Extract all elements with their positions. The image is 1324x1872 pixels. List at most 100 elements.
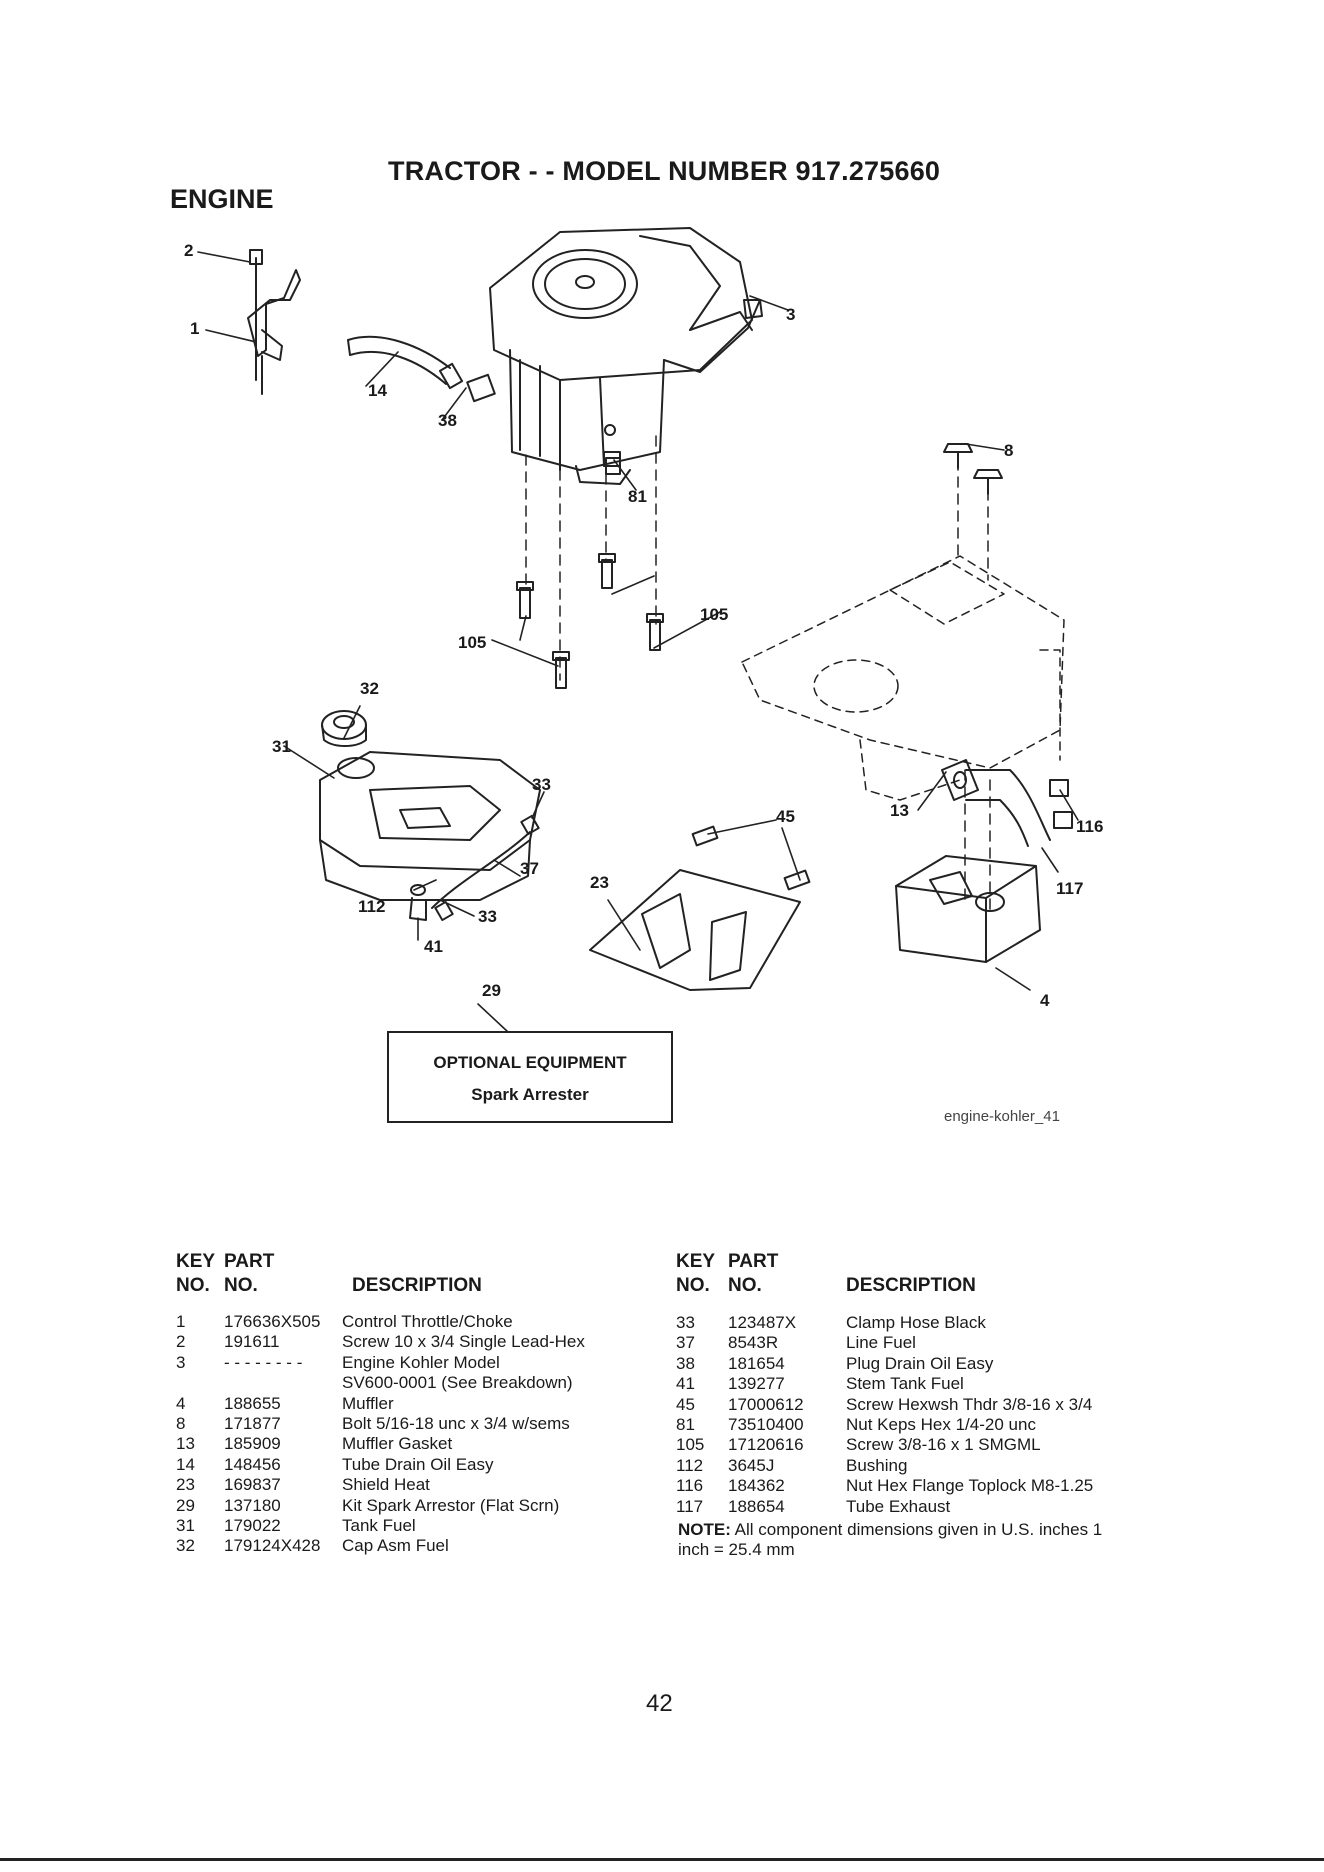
callout-37: 37 <box>520 859 539 878</box>
cell-desc: SV600-0001 (See Breakdown) <box>342 1373 573 1393</box>
cell-part: 169837 <box>224 1475 281 1495</box>
callout-38: 38 <box>438 411 457 430</box>
cell-desc: Kit Spark Arrestor (Flat Scrn) <box>342 1495 560 1515</box>
callout-33-top: 33 <box>532 775 551 794</box>
cell-key: 105 <box>676 1435 705 1455</box>
table-row: 2 191611 Screw 10 x 3/4 Single Lead-Hex <box>176 1332 585 1352</box>
right-desc-header: DESCRIPTION <box>846 1275 976 1296</box>
cell-desc: Bushing <box>846 1455 908 1475</box>
cell-part: 176636X505 <box>224 1312 321 1331</box>
callout-8: 8 <box>1004 441 1014 460</box>
figure-id: engine-kohler_41 <box>944 1108 1060 1125</box>
cell-part <box>224 1373 342 1393</box>
callout-45: 45 <box>776 807 795 826</box>
cell-key: 116 <box>676 1476 704 1496</box>
cell-desc: Nut Hex Flange Toplock M8-1.25 <box>846 1476 1094 1496</box>
table-row: 3- - - - - - - -Engine Kohler Model <box>176 1353 585 1373</box>
page-number: 42 <box>646 1690 673 1717</box>
cell-part: 139277 <box>728 1374 785 1394</box>
cell-desc: Bolt 5/16-18 unc x 3/4 w/sems <box>342 1414 570 1434</box>
heat-shield-part <box>589 825 811 991</box>
cell-key: 31 <box>176 1516 195 1536</box>
left-part-header: PART NO. <box>224 1251 275 1296</box>
engine-block-part <box>489 227 763 485</box>
callout-112: 112 <box>358 897 386 916</box>
cell-desc: Control Throttle/Choke <box>342 1312 513 1331</box>
cell-desc: Screw 3/8-16 x 1 SMGML <box>846 1435 1041 1455</box>
callout-4: 4 <box>1040 991 1050 1010</box>
cell-part: 171877 <box>224 1414 281 1434</box>
note-label: NOTE: <box>678 1520 731 1539</box>
callout-41: 41 <box>424 937 443 956</box>
cell-key: 3 <box>176 1352 186 1372</box>
cell-desc: Screw 10 x 3/4 Single Lead-Hex <box>342 1332 585 1352</box>
cell-key: 33 <box>676 1313 695 1332</box>
cell-key: 32 <box>176 1536 195 1556</box>
cell-desc: Plug Drain Oil Easy <box>846 1353 994 1373</box>
cell-part: 17000612 <box>728 1394 804 1414</box>
callout-1: 1 <box>190 319 200 338</box>
callout-13: 13 <box>890 801 909 820</box>
cell-part: 73510400 <box>728 1415 804 1435</box>
cell-part: 191611 <box>224 1332 280 1352</box>
table-row: 81 73510400 Nut Keps Hex 1/4-20 unc <box>676 1415 1093 1435</box>
cell-desc: Tube Drain Oil Easy <box>342 1454 494 1474</box>
section-heading: ENGINE <box>170 184 274 214</box>
cell-desc: Shield Heat <box>342 1475 430 1495</box>
optional-equipment-item: Spark Arrester <box>471 1085 589 1104</box>
table-row: 116 184362 Nut Hex Flange Toplock M8-1.25 <box>676 1476 1093 1496</box>
callout-3: 3 <box>786 305 796 324</box>
callout-81: 81 <box>628 487 647 506</box>
left-desc-header: DESCRIPTION <box>352 1275 482 1296</box>
bottom-rule <box>0 1858 1324 1861</box>
cell-key: 29 <box>176 1495 195 1515</box>
cell-part: 179124X428 <box>224 1536 321 1556</box>
cell-key: 23 <box>176 1475 195 1495</box>
optional-equipment-box: OPTIONAL EQUIPMENT Spark Arrester <box>387 1031 673 1123</box>
note-text: All component dimensions given in U.S. i… <box>678 1520 1103 1559</box>
cell-part: 181654 <box>728 1353 785 1373</box>
table-row: 1 176636X505 Control Throttle/Choke <box>176 1312 585 1332</box>
cell-desc: Nut Keps Hex 1/4-20 unc <box>846 1415 1036 1435</box>
callout-116: 116 <box>1076 817 1104 836</box>
exhaust-tube-part <box>941 759 1073 847</box>
callout-33-bottom: 33 <box>478 907 497 926</box>
cell-desc: Line Fuel <box>846 1333 916 1353</box>
cell-key: 45 <box>676 1394 695 1414</box>
oil-drain-tube-part <box>347 335 496 403</box>
cell-desc: Tank Fuel <box>342 1516 416 1536</box>
throttle-control-part <box>247 249 301 395</box>
cell-part: 188655 <box>224 1393 281 1413</box>
cell-part: 3645J <box>728 1455 775 1475</box>
cell-key: 14 <box>176 1454 195 1474</box>
cell-key: 81 <box>676 1415 695 1435</box>
cell-part: 8543R <box>728 1333 779 1353</box>
cell-key: 41 <box>676 1374 695 1394</box>
left-key-header: KEY NO. <box>176 1251 216 1296</box>
table-row: 37 8543R Line Fuel <box>676 1333 1093 1353</box>
cell-key: 1 <box>176 1312 186 1331</box>
callout-2: 2 <box>184 241 194 260</box>
cell-part: 184362 <box>728 1476 785 1496</box>
table-row: 38 181654 Plug Drain Oil Easy <box>676 1354 1093 1374</box>
table-row: SV600-0001 (See Breakdown) <box>176 1373 585 1393</box>
cell-key: 2 <box>176 1332 186 1352</box>
cell-key: 37 <box>676 1333 695 1353</box>
callout-29: 29 <box>482 981 501 1000</box>
cell-key: 38 <box>676 1353 695 1373</box>
cell-key: 4 <box>176 1393 186 1413</box>
callout-105-left: 105 <box>458 633 487 652</box>
cell-desc: Screw Hexwsh Thdr 3/8-16 x 3/4 <box>846 1394 1093 1414</box>
cell-part: 188654 <box>728 1496 785 1516</box>
table-row: 45 17000612 Screw Hexwsh Thdr 3/8-16 x 3/4 <box>676 1395 1093 1415</box>
